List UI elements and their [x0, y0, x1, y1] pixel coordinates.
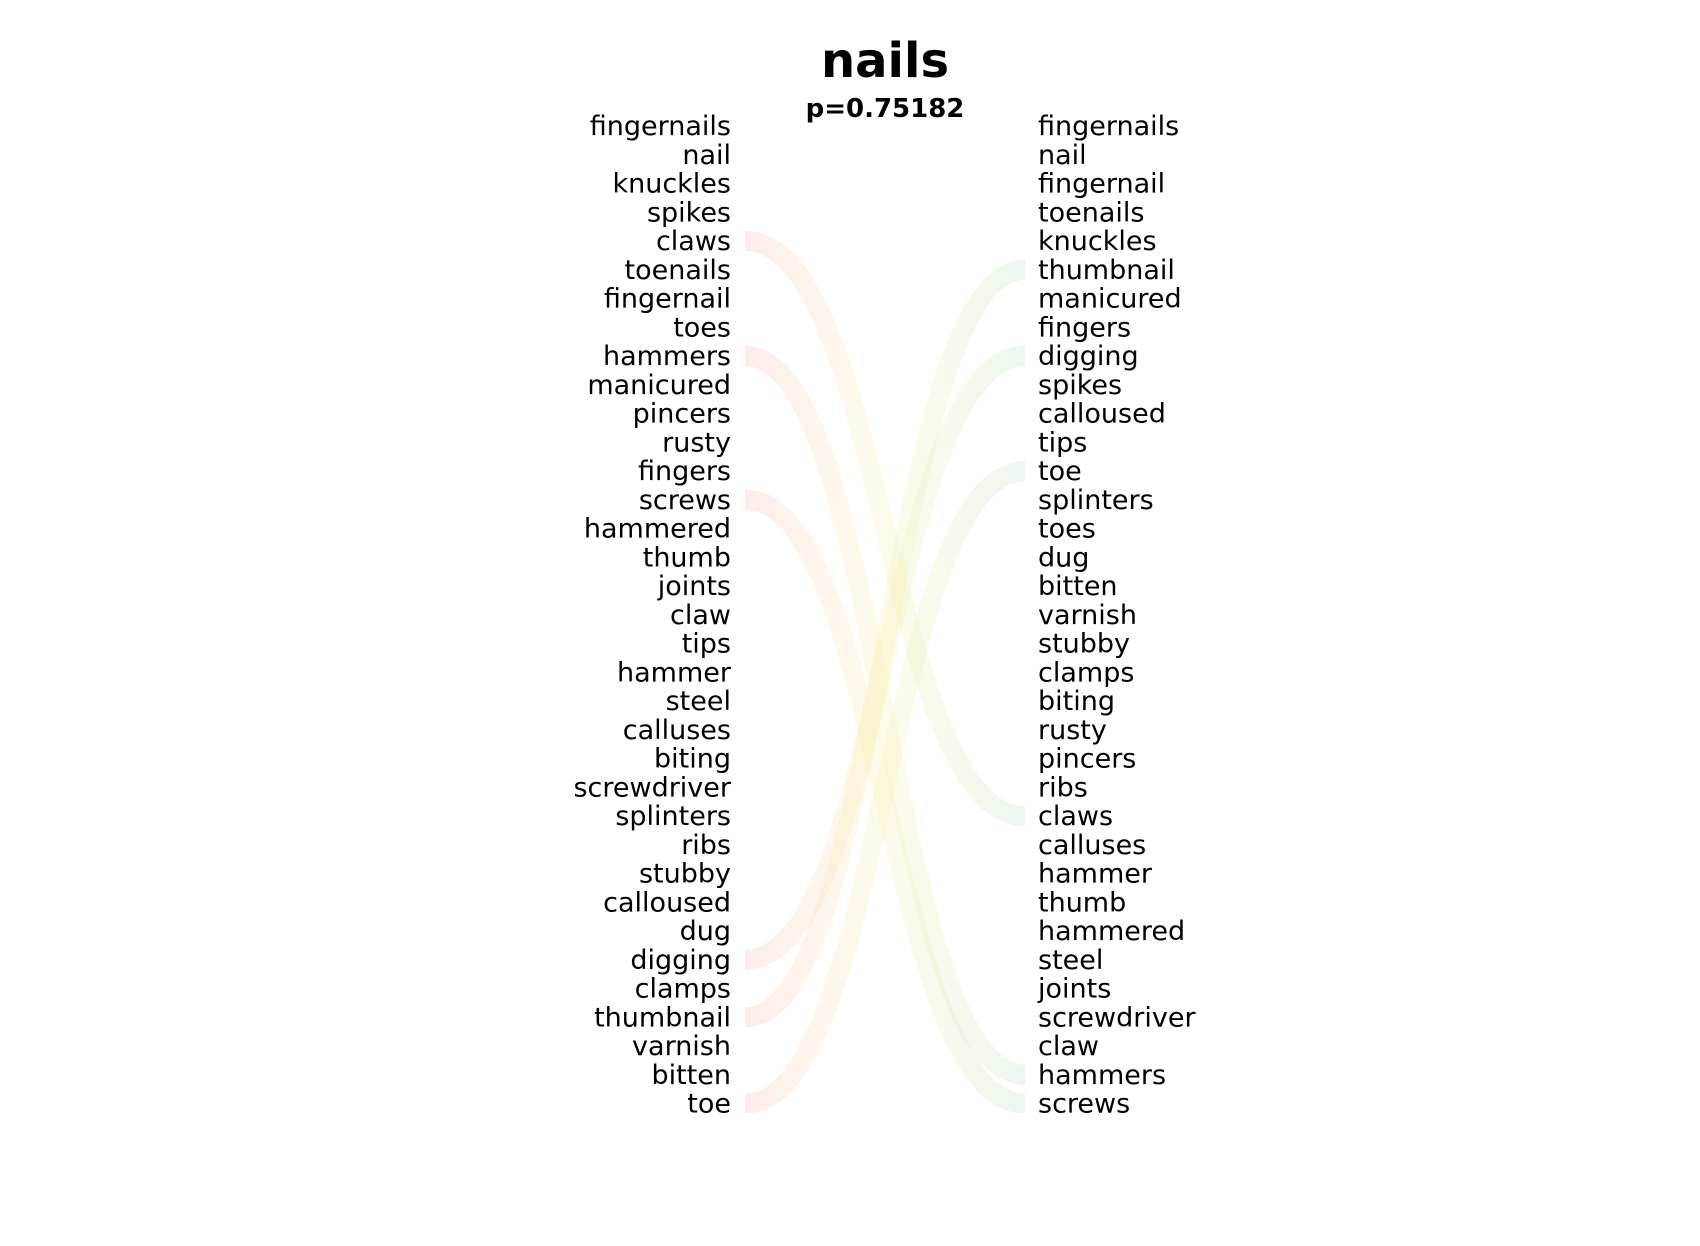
left-word: ribs — [681, 830, 731, 861]
left-word: rusty — [662, 427, 731, 458]
left-word: biting — [654, 744, 731, 775]
right-word: hammer — [1038, 859, 1153, 890]
left-word-list: fingernailsnailknucklesspikesclawstoenai… — [573, 111, 731, 1120]
rank-links — [743, 231, 1027, 1114]
right-word: toes — [1038, 514, 1096, 545]
left-word: toenails — [625, 255, 731, 286]
left-word: pincers — [633, 399, 731, 430]
right-word: hammered — [1038, 916, 1185, 947]
left-word: hammer — [617, 657, 732, 688]
left-word: claws — [656, 226, 731, 257]
right-word: screwdriver — [1038, 1002, 1196, 1033]
left-word: splinters — [615, 801, 731, 832]
right-word: calluses — [1038, 830, 1146, 861]
left-word: varnish — [632, 1031, 731, 1062]
right-word: pincers — [1038, 744, 1136, 775]
right-word: stubby — [1038, 629, 1130, 660]
right-word: fingernail — [1038, 169, 1165, 200]
left-word: hammered — [584, 514, 731, 545]
right-word: joints — [1037, 974, 1111, 1005]
right-word: toenails — [1038, 197, 1144, 228]
right-word: splinters — [1038, 485, 1154, 516]
left-word: knuckles — [612, 169, 731, 200]
left-word: thumb — [643, 542, 731, 573]
right-word: rusty — [1038, 715, 1107, 746]
right-word: toe — [1038, 456, 1082, 487]
left-word: steel — [666, 686, 731, 717]
right-word: biting — [1038, 686, 1115, 717]
rank-link-right-screws — [743, 489, 1027, 1114]
right-word: hammers — [1038, 1060, 1166, 1091]
left-word: screws — [639, 485, 731, 516]
right-word: knuckles — [1038, 226, 1157, 257]
left-word: digging — [630, 945, 731, 976]
left-word: spikes — [647, 197, 731, 228]
rank-link-right-claws — [744, 231, 1026, 826]
left-word: manicured — [587, 370, 731, 401]
right-word: dug — [1038, 542, 1089, 573]
right-word: varnish — [1038, 600, 1137, 631]
right-word: nail — [1038, 140, 1087, 171]
left-word: joints — [657, 571, 731, 602]
left-word: screwdriver — [573, 772, 731, 803]
right-word: steel — [1038, 945, 1103, 976]
right-word: bitten — [1038, 571, 1118, 602]
right-word: claws — [1038, 801, 1113, 832]
left-word: bitten — [651, 1060, 731, 1091]
left-word: tips — [682, 629, 731, 660]
right-word: thumbnail — [1038, 255, 1175, 286]
diagram-subtitle: p=0.75182 — [806, 94, 965, 124]
left-word: toes — [673, 312, 731, 343]
right-word: fingernails — [1038, 111, 1179, 142]
right-word: manicured — [1038, 284, 1182, 315]
left-word: thumbnail — [594, 1002, 731, 1033]
right-word: thumb — [1038, 887, 1126, 918]
left-word: clamps — [635, 974, 731, 1005]
left-word: nail — [682, 140, 731, 171]
right-word: screws — [1038, 1089, 1130, 1120]
left-word: stubby — [639, 859, 731, 890]
right-word: claw — [1038, 1031, 1099, 1062]
right-word: tips — [1038, 427, 1087, 458]
left-word: toe — [687, 1089, 731, 1120]
right-word: clamps — [1038, 657, 1134, 688]
left-word: calluses — [623, 715, 731, 746]
right-word-list: fingernailsnailfingernailtoenailsknuckle… — [1037, 111, 1196, 1120]
left-word: dug — [680, 916, 731, 947]
left-word: fingernails — [590, 111, 731, 142]
rank-link-right-digging — [743, 346, 1027, 970]
left-word: claw — [670, 600, 731, 631]
left-word: fingernail — [604, 284, 731, 315]
right-word: fingers — [1038, 312, 1131, 343]
diagram-title: nails — [821, 33, 949, 89]
right-word: ribs — [1038, 772, 1088, 803]
left-word: calloused — [603, 887, 731, 918]
right-word: calloused — [1038, 399, 1166, 430]
right-word: spikes — [1038, 370, 1122, 401]
left-word: hammers — [603, 341, 731, 372]
rank-link-right-hammers — [743, 346, 1027, 1085]
left-word: fingers — [638, 456, 731, 487]
right-word: digging — [1038, 341, 1139, 372]
